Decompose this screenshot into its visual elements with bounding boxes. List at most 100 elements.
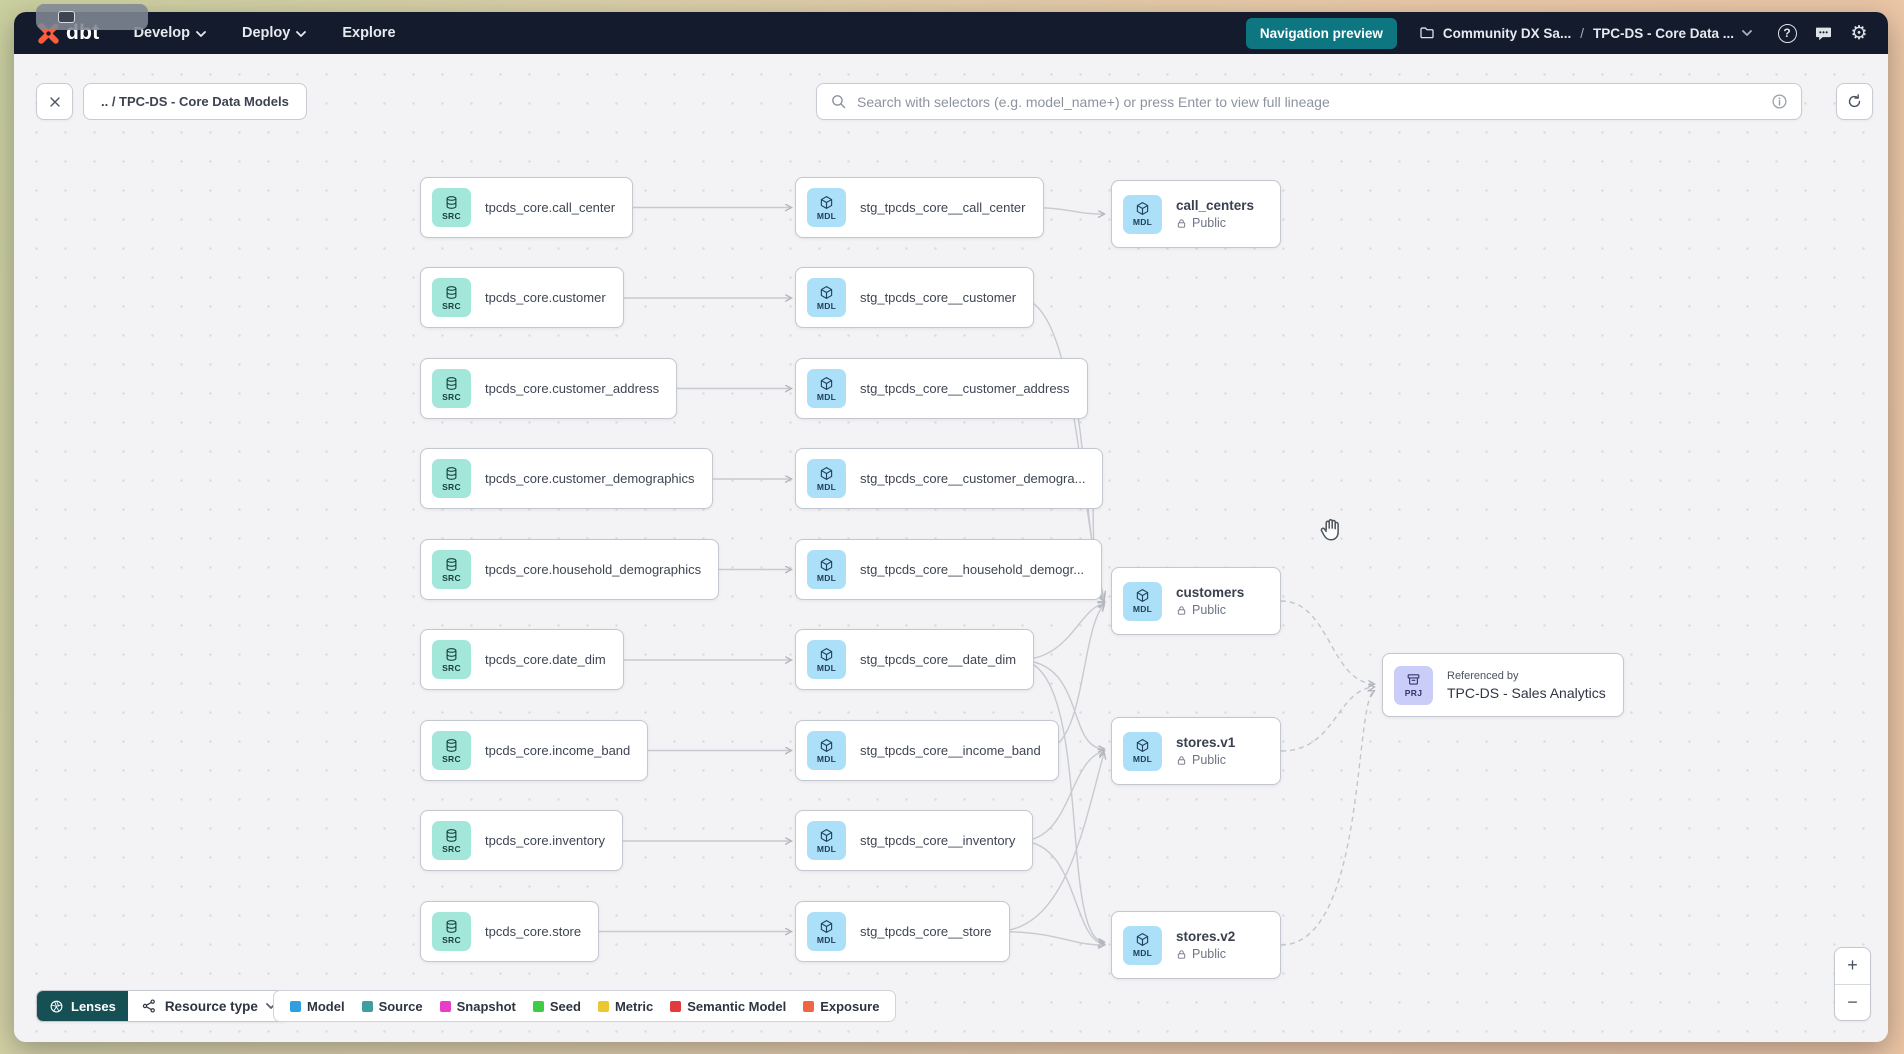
node-label: stg_tpcds_core__customer <box>860 290 1017 305</box>
node-label: tpcds_core.customer_demographics <box>485 471 695 486</box>
node-label: stg_tpcds_core__customer_demogra... <box>860 471 1086 486</box>
source-node[interactable]: SRC tpcds_core.household_demographics <box>420 539 720 600</box>
source-node[interactable]: SRC tpcds_core.customer <box>420 267 624 328</box>
legend-swatch <box>361 1000 373 1012</box>
staging-node[interactable]: MDL stg_tpcds_core__store <box>795 901 1010 962</box>
node-label: stg_tpcds_core__call_center <box>860 200 1026 215</box>
nav-icon-group: ? ⚙ <box>1776 22 1870 44</box>
staging-node[interactable]: MDL stg_tpcds_core__income_band <box>795 720 1059 781</box>
source-node[interactable]: SRC tpcds_core.customer_address <box>420 358 678 419</box>
help-button[interactable]: ? <box>1776 22 1798 44</box>
navigation-preview-button[interactable]: Navigation preview <box>1245 17 1397 49</box>
mart-node[interactable]: MDL customers Public <box>1111 567 1281 635</box>
chevron-down-icon <box>196 31 206 37</box>
source-node[interactable]: SRC tpcds_core.store <box>420 901 600 962</box>
lineage-canvas[interactable]: .. / TPC-DS - Core Data Models SRC tpcds… <box>14 54 1888 1042</box>
lenses-button[interactable]: Lenses <box>37 991 128 1021</box>
node-label: tpcds_core.customer <box>485 290 606 305</box>
node-label: tpcds_core.income_band <box>485 743 631 758</box>
close-lineage-button[interactable] <box>36 83 73 120</box>
resource-type-icon <box>141 998 157 1014</box>
breadcrumb-page[interactable]: TPC-DS - Core Data ... <box>1593 26 1752 41</box>
source-node[interactable]: SRC tpcds_core.inventory <box>420 810 623 871</box>
node-label: stg_tpcds_core__store <box>860 924 992 939</box>
staging-node[interactable]: MDL stg_tpcds_core__customer_address <box>795 358 1088 419</box>
source-badge-icon: SRC <box>432 188 471 227</box>
mart-node[interactable]: MDL call_centers Public <box>1111 180 1281 248</box>
nav-item-develop[interactable]: Develop <box>134 25 206 41</box>
source-badge-icon: SRC <box>432 278 471 317</box>
chevron-down-icon <box>296 31 306 37</box>
app-window: dbt Develop Deploy Explore Navigation pr… <box>14 12 1888 1042</box>
legend-item: Semantic Model <box>670 999 786 1014</box>
legend-item: Metric <box>597 999 653 1014</box>
source-node[interactable]: SRC tpcds_core.income_band <box>420 720 649 781</box>
staging-node[interactable]: MDL stg_tpcds_core__customer_demogra... <box>795 448 1104 509</box>
nav-item-explore[interactable]: Explore <box>342 25 396 41</box>
source-node[interactable]: SRC tpcds_core.call_center <box>420 177 634 238</box>
staging-node[interactable]: MDL stg_tpcds_core__call_center <box>795 177 1044 238</box>
resource-type-dropdown[interactable]: Resource type <box>127 991 289 1021</box>
source-badge-icon: SRC <box>432 731 471 770</box>
staging-node[interactable]: MDL stg_tpcds_core__inventory <box>795 810 1034 871</box>
zoom-controls: + − <box>1834 947 1871 1021</box>
node-label: tpcds_core.customer_address <box>485 381 660 396</box>
model-badge-icon: MDL <box>807 731 846 770</box>
source-badge-icon: SRC <box>432 640 471 679</box>
nav-right: Navigation preview Community DX Sa... / … <box>1245 17 1870 49</box>
staging-node[interactable]: MDL stg_tpcds_core__household_demogr... <box>795 539 1103 600</box>
screen-share-tab <box>36 4 148 30</box>
model-badge-icon: MDL <box>807 188 846 227</box>
node-label: stg_tpcds_core__income_band <box>860 743 1041 758</box>
node-label: tpcds_core.store <box>485 924 582 939</box>
node-label: stores.v1 <box>1176 735 1236 750</box>
search-icon <box>830 93 847 110</box>
staging-node[interactable]: MDL stg_tpcds_core__date_dim <box>795 629 1035 690</box>
breadcrumb-project[interactable]: Community DX Sa... <box>1419 25 1571 41</box>
access-label: Public <box>1176 753 1235 767</box>
legend-item: Exposure <box>803 999 879 1014</box>
lock-icon <box>1176 218 1187 229</box>
project-badge-icon: PRJ <box>1394 665 1433 705</box>
lineage-breadcrumb-chip[interactable]: .. / TPC-DS - Core Data Models <box>83 83 307 120</box>
node-label: stores.v2 <box>1176 929 1236 944</box>
source-node[interactable]: SRC tpcds_core.customer_demographics <box>420 448 713 509</box>
zoom-out-button[interactable]: − <box>1835 983 1870 1021</box>
staging-node[interactable]: MDL stg_tpcds_core__customer <box>795 267 1035 328</box>
mart-node[interactable]: MDL stores.v2 Public <box>1111 911 1281 979</box>
project-reference-node[interactable]: PRJ Referenced by TPC-DS - Sales Analyti… <box>1382 653 1624 717</box>
zoom-in-button[interactable]: + <box>1847 955 1858 976</box>
mart-node[interactable]: MDL stores.v1 Public <box>1111 717 1281 785</box>
lock-icon <box>1176 949 1187 960</box>
resource-type-legend: Model Source Snapshot Seed Metric Semant… <box>273 990 897 1022</box>
referenced-by-label: Referenced by <box>1447 669 1519 682</box>
node-label: tpcds_core.date_dim <box>485 652 606 667</box>
nav-item-deploy[interactable]: Deploy <box>242 25 306 41</box>
info-icon[interactable] <box>1771 93 1788 110</box>
gear-icon: ⚙ <box>1850 21 1868 44</box>
node-label: customers <box>1176 585 1245 600</box>
feedback-button[interactable] <box>1812 22 1834 44</box>
model-badge-icon: MDL <box>1123 581 1162 621</box>
source-badge-icon: SRC <box>432 550 471 589</box>
model-badge-icon: MDL <box>807 369 846 408</box>
node-label: TPC-DS - Sales Analytics <box>1447 684 1606 701</box>
source-badge-icon: SRC <box>432 821 471 860</box>
screen-icon <box>58 11 75 23</box>
top-navbar: dbt Develop Deploy Explore Navigation pr… <box>14 12 1888 54</box>
source-badge-icon: SRC <box>432 459 471 498</box>
model-badge-icon: MDL <box>807 912 846 951</box>
node-label: stg_tpcds_core__customer_address <box>860 381 1070 396</box>
search-bar <box>816 83 1802 120</box>
refresh-button[interactable] <box>1836 83 1873 120</box>
search-input[interactable] <box>857 93 1761 110</box>
legend-swatch <box>597 1000 609 1012</box>
settings-button[interactable]: ⚙ <box>1848 22 1870 44</box>
lock-icon <box>1176 755 1187 766</box>
model-badge-icon: MDL <box>807 278 846 317</box>
node-label: tpcds_core.household_demographics <box>485 562 702 577</box>
legend-swatch <box>439 1000 451 1012</box>
node-label: tpcds_core.call_center <box>485 200 616 215</box>
model-badge-icon: MDL <box>807 640 846 679</box>
source-node[interactable]: SRC tpcds_core.date_dim <box>420 629 624 690</box>
